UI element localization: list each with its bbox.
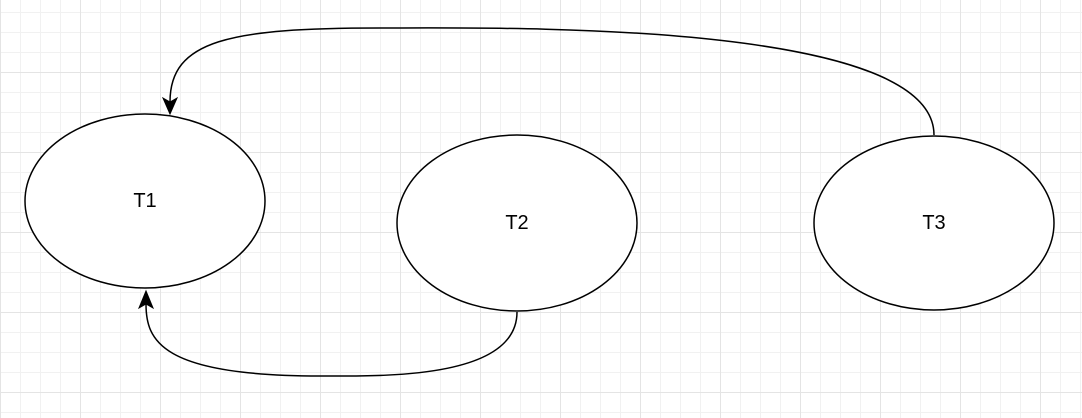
node-t2-shape <box>396 134 638 312</box>
edge-t2-to-t1-line <box>145 303 518 377</box>
node-t2[interactable]: T2 <box>396 134 638 312</box>
node-t1[interactable]: T1 <box>24 113 266 289</box>
edge-t3-to-t1[interactable] <box>161 27 935 136</box>
node-t3[interactable]: T3 <box>813 135 1055 311</box>
node-t3-shape <box>813 135 1055 311</box>
node-t1-label: T1 <box>133 190 156 212</box>
node-t1-shape <box>24 113 266 289</box>
edge-t2-to-t1-arrowhead <box>137 289 155 310</box>
edge-t3-to-t1-line <box>169 27 935 136</box>
node-t2-label: T2 <box>505 212 528 234</box>
edge-t2-to-t1[interactable] <box>137 289 518 377</box>
edge-t3-to-t1-arrowhead <box>161 96 179 116</box>
node-t3-label: T3 <box>922 212 945 234</box>
